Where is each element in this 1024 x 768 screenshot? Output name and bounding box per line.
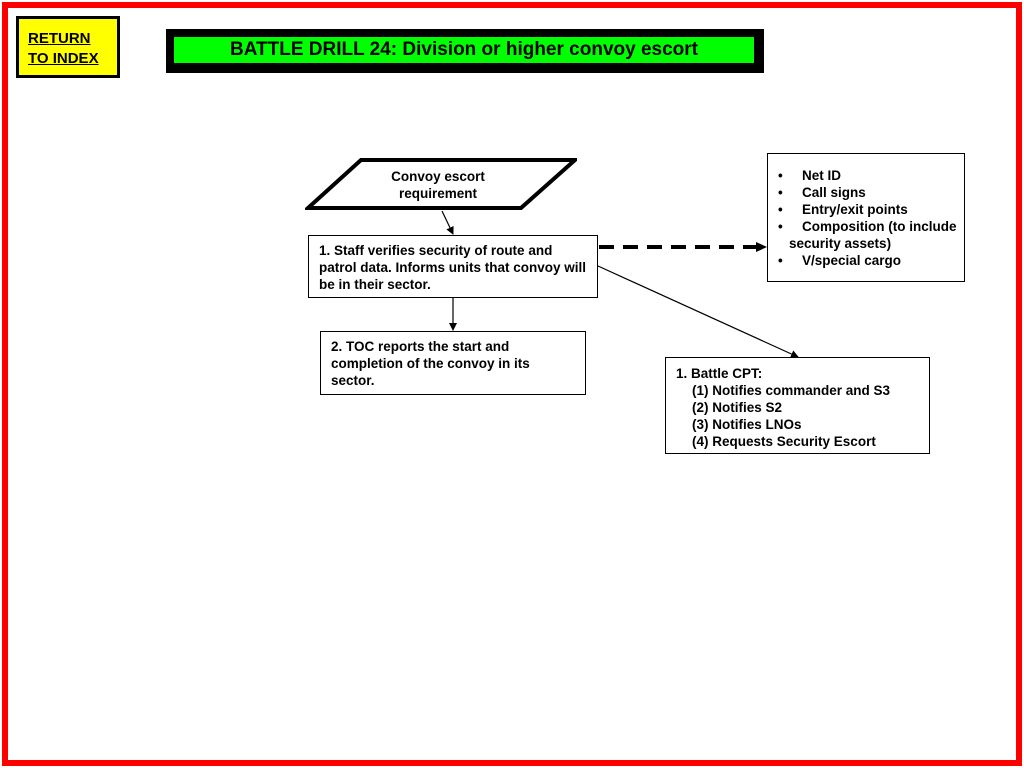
list-item: • Entry/exit points xyxy=(778,201,964,218)
arrow-staff-to-cpt xyxy=(597,265,799,358)
toc-report-box: 2. TOC reports the start and completion … xyxy=(320,331,586,395)
start-label-line2: requirement xyxy=(398,186,478,201)
list-item-text: Net ID xyxy=(802,168,842,183)
list-item-continuation: security assets) xyxy=(789,236,892,251)
arrow-start-to-staff xyxy=(441,210,454,235)
dashed-arrowhead xyxy=(756,242,767,252)
return-label-line1: RETURN xyxy=(28,30,91,47)
list-item: • Composition (to include security asset… xyxy=(778,218,964,252)
convoy-data-list: • Net ID • Call signs • Entry/exit point… xyxy=(778,167,964,269)
staff-verification-box: 1. Staff verifies security of route and … xyxy=(308,235,598,298)
bullet-icon: • xyxy=(778,202,783,217)
page-title: BATTLE DRILL 24: Division or higher conv… xyxy=(174,37,754,63)
battle-cpt-heading: 1. Battle CPT: xyxy=(676,366,763,381)
battle-cpt-item: (3) Notifies LNOs xyxy=(692,417,802,432)
bullet-icon: • xyxy=(778,168,783,183)
convoy-data-list-box: • Net ID • Call signs • Entry/exit point… xyxy=(767,153,965,282)
list-item-text: Entry/exit points xyxy=(802,202,908,217)
list-item: • V/special cargo xyxy=(778,252,964,269)
bullet-icon: • xyxy=(778,253,783,268)
list-item-text: Composition (to include xyxy=(802,219,957,234)
bullet-icon: • xyxy=(778,185,783,200)
list-item: • Net ID xyxy=(778,167,964,184)
list-item-text: Call signs xyxy=(802,185,866,200)
battle-cpt-box: 1. Battle CPT: (1) Notifies commander an… xyxy=(665,357,930,454)
start-parallelogram xyxy=(305,158,577,210)
battle-cpt-item: (4) Requests Security Escort xyxy=(692,434,876,449)
list-item: • Call signs xyxy=(778,184,964,201)
return-to-index-button[interactable]: RETURN TO INDEX xyxy=(16,16,120,78)
title-banner: BATTLE DRILL 24: Division or higher conv… xyxy=(166,29,764,73)
return-label-line2: TO INDEX xyxy=(28,50,99,67)
start-label: Convoy escort requirement xyxy=(345,168,531,202)
list-item-text: V/special cargo xyxy=(802,253,902,268)
bullet-icon: • xyxy=(778,219,783,234)
start-label-line1: Convoy escort xyxy=(391,169,485,184)
battle-cpt-item: (2) Notifies S2 xyxy=(692,400,783,415)
battle-cpt-item: (1) Notifies commander and S3 xyxy=(692,383,891,398)
